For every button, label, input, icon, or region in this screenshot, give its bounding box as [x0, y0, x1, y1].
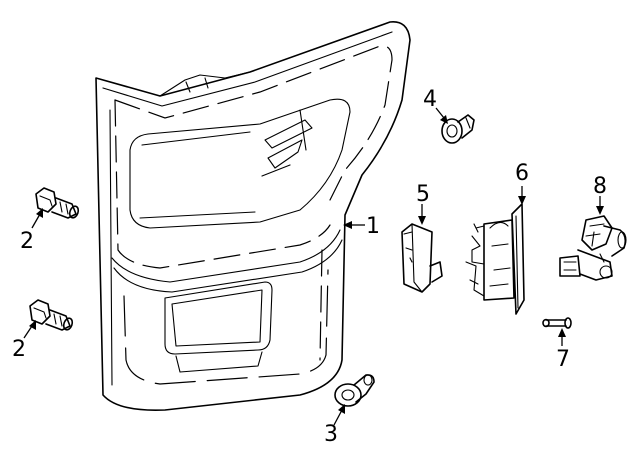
wire-connector: [559, 215, 627, 281]
callout-4: 4: [423, 87, 437, 112]
callout-2-upper: 2: [20, 229, 34, 254]
leader-lines: [23, 107, 604, 426]
callout-2-lower: 2: [12, 337, 26, 362]
callout-6: 6: [515, 161, 529, 186]
bolt-upper: [35, 187, 80, 219]
small-pin: [542, 317, 572, 329]
callout-7: 7: [556, 347, 570, 372]
callout-5: 5: [416, 182, 430, 207]
bolt-lower: [29, 299, 74, 331]
tail-lamp-assembly: [95, 21, 411, 412]
callout-1: 1: [366, 214, 380, 239]
bracket-module: [401, 223, 443, 293]
callout-8: 8: [593, 174, 607, 199]
retainer-pin: [334, 374, 375, 407]
nut-fastener: [441, 114, 475, 144]
callout-3: 3: [324, 422, 338, 447]
bulb-socket: [465, 203, 525, 315]
